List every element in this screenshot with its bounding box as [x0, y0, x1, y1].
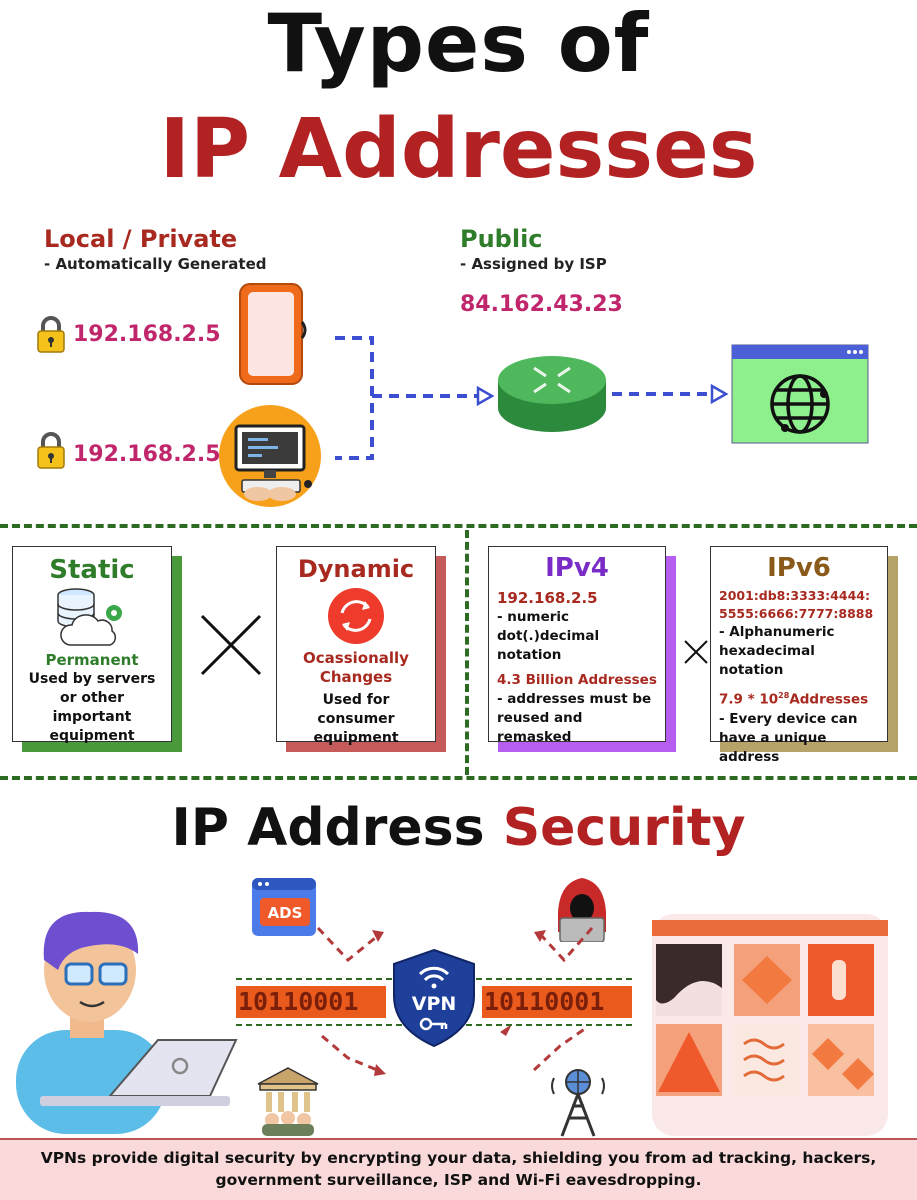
local-subtitle: - Automatically Generated [44, 255, 267, 273]
ipv6-count-suffix: Addresses [789, 691, 869, 708]
ipv6-count-exponent: 28 [778, 691, 790, 700]
ipv6-count-base: 7.9 * 10 [719, 691, 779, 708]
footer-caption: VPNs provide digital security by encrypt… [0, 1138, 917, 1200]
vpn-shield-icon: VPN [393, 948, 475, 1048]
vpn-blocked-arrows [316, 926, 594, 1076]
versus-x-icon [200, 614, 262, 676]
ipv6-note1: - Alphanumeric hexadecimal notation [719, 624, 835, 678]
vpn-label: VPN [412, 993, 457, 1015]
ipv4-note2: - addresses must be reused and remasked [497, 691, 652, 745]
ipv4-count: 4.3 Billion Addresses [497, 672, 657, 688]
section-divider-top [0, 524, 917, 528]
local-ip-phone: 192.168.2.5 [73, 322, 221, 347]
ipv6-card: IPv6 2001:db8:3333:4444: 5555:6666:7777:… [710, 546, 888, 765]
network-connector-lines [335, 336, 495, 460]
binary-stream-right: 10110001 [482, 986, 632, 1018]
dynamic-title: Dynamic [297, 555, 415, 583]
binary-stream-left: 10110001 [236, 986, 386, 1018]
refresh-cycle-icon [328, 588, 384, 644]
section-divider-vertical [465, 530, 469, 775]
static-title: Static [49, 555, 135, 585]
computer-user-icon [219, 405, 321, 507]
static-card: Static Permanent Used by servers or othe… [12, 546, 172, 744]
dynamic-card: Dynamic Ocassionally Changes Used for co… [276, 546, 436, 746]
security-title-part1: IP Address [171, 798, 503, 858]
lock-icon [37, 316, 65, 353]
public-heading: Public [460, 225, 543, 253]
binary-text-left: 10110001 [238, 987, 359, 1016]
ads-label: ADS [268, 904, 303, 922]
arrow-to-internet [612, 383, 729, 405]
ipv4-example: 192.168.2.5 [497, 589, 598, 607]
static-label: Permanent [45, 651, 139, 669]
footer-text: VPNs provide digital security by encrypt… [40, 1149, 877, 1189]
static-text: Used by servers or other important equip… [28, 671, 156, 744]
ipv4-card: IPv4 192.168.2.5 - numeric dot(.)decimal… [488, 546, 666, 745]
section-divider-bottom [0, 776, 917, 780]
title-line2: IP Addresses [159, 102, 758, 197]
ads-tracking-icon: ADS [252, 878, 316, 936]
ipv4-note1: - numeric dot(.)decimal notation [497, 609, 600, 663]
public-subtitle: - Assigned by ISP [460, 255, 607, 273]
content-gallery-icon [652, 914, 888, 1136]
dynamic-label: Ocassionally Changes [303, 649, 409, 686]
government-building-icon [257, 1067, 319, 1136]
security-title: IP Address Security [0, 796, 917, 860]
lock-icon [37, 432, 65, 469]
security-title-part2: Security [502, 798, 746, 858]
binary-text-right: 10110001 [484, 987, 605, 1016]
ipv6-example: 2001:db8:3333:4444: 5555:6666:7777:8888 [719, 588, 874, 621]
router-icon [498, 356, 606, 432]
server-cloud-icon [57, 588, 122, 646]
title-line1: Types of [267, 0, 650, 90]
internet-browser-icon [731, 344, 869, 444]
ipv6-count: 7.9 * 1028Addresses [719, 686, 879, 710]
cell-tower-icon [551, 1069, 605, 1137]
ipv4-title: IPv4 [545, 553, 609, 583]
ipv6-note2: - Every device can have a unique address [719, 710, 858, 765]
hacker-icon [558, 878, 606, 942]
smartphone-icon [239, 283, 307, 385]
public-ip: 84.162.43.23 [460, 292, 623, 317]
local-ip-computer: 192.168.2.5 [73, 442, 221, 467]
person-laptop-icon [16, 911, 238, 1134]
versus-x-small-icon [684, 640, 708, 664]
ipv6-title: IPv6 [767, 553, 831, 583]
local-heading: Local / Private [44, 225, 238, 253]
dynamic-text: Used for consumer equipment [313, 692, 399, 746]
